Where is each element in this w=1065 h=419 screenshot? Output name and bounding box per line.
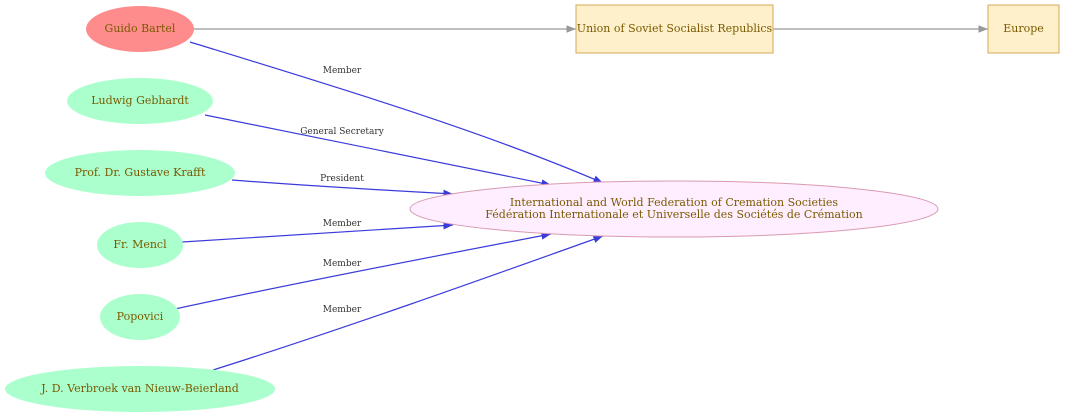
- node-label: Guido Bartel: [105, 22, 176, 35]
- node-ussr[interactable]: Union of Soviet Socialist Republics: [575, 4, 774, 54]
- node-cremation-federation[interactable]: International and World Federation of Cr…: [409, 180, 939, 238]
- edge-label-krafft-role: President: [320, 174, 364, 184]
- edge-mencl-member: [181, 221, 454, 243]
- node-ludwig-gebhardt[interactable]: Ludwig Gebhardt: [67, 78, 213, 124]
- node-label: Prof. Dr. Gustave Krafft: [75, 166, 206, 179]
- edge-gebhardt-role: [204, 114, 552, 187]
- node-verbroek[interactable]: J. D. Verbroek van Nieuw-Beierland: [5, 366, 275, 412]
- edge-label-popovici-member: Member: [323, 259, 362, 269]
- edge-label-gebhardt-role: General Secretary: [300, 127, 384, 137]
- node-gustave-krafft[interactable]: Prof. Dr. Gustave Krafft: [45, 150, 235, 196]
- edge-label-bartel-member: Member: [323, 66, 362, 76]
- node-guido-bartel[interactable]: Guido Bartel: [86, 6, 194, 52]
- edge-popovici-member: [174, 232, 552, 310]
- node-label: Union of Soviet Socialist Republics: [577, 22, 773, 35]
- edge-label-mencl-member: Member: [323, 219, 362, 229]
- edge-label-verbroek-member: Member: [323, 305, 362, 315]
- edge-verbroek-member: [212, 235, 604, 371]
- edge-krafft-role: [231, 179, 454, 198]
- node-fr-mencl[interactable]: Fr. Mencl: [97, 222, 183, 268]
- node-label: Europe: [1003, 22, 1044, 35]
- node-label: Fr. Mencl: [113, 238, 167, 251]
- node-label-line1: International and World Federation of Cr…: [510, 196, 839, 209]
- edge-bartel-member: [189, 41, 604, 184]
- node-europe[interactable]: Europe: [987, 4, 1060, 54]
- node-label: Popovici: [117, 310, 164, 323]
- node-popovici[interactable]: Popovici: [100, 294, 180, 340]
- node-label-line2: Fédération Internationale et Universelle…: [485, 208, 863, 221]
- node-label: J. D. Verbroek van Nieuw-Beierland: [40, 382, 239, 395]
- node-label: Ludwig Gebhardt: [91, 94, 189, 107]
